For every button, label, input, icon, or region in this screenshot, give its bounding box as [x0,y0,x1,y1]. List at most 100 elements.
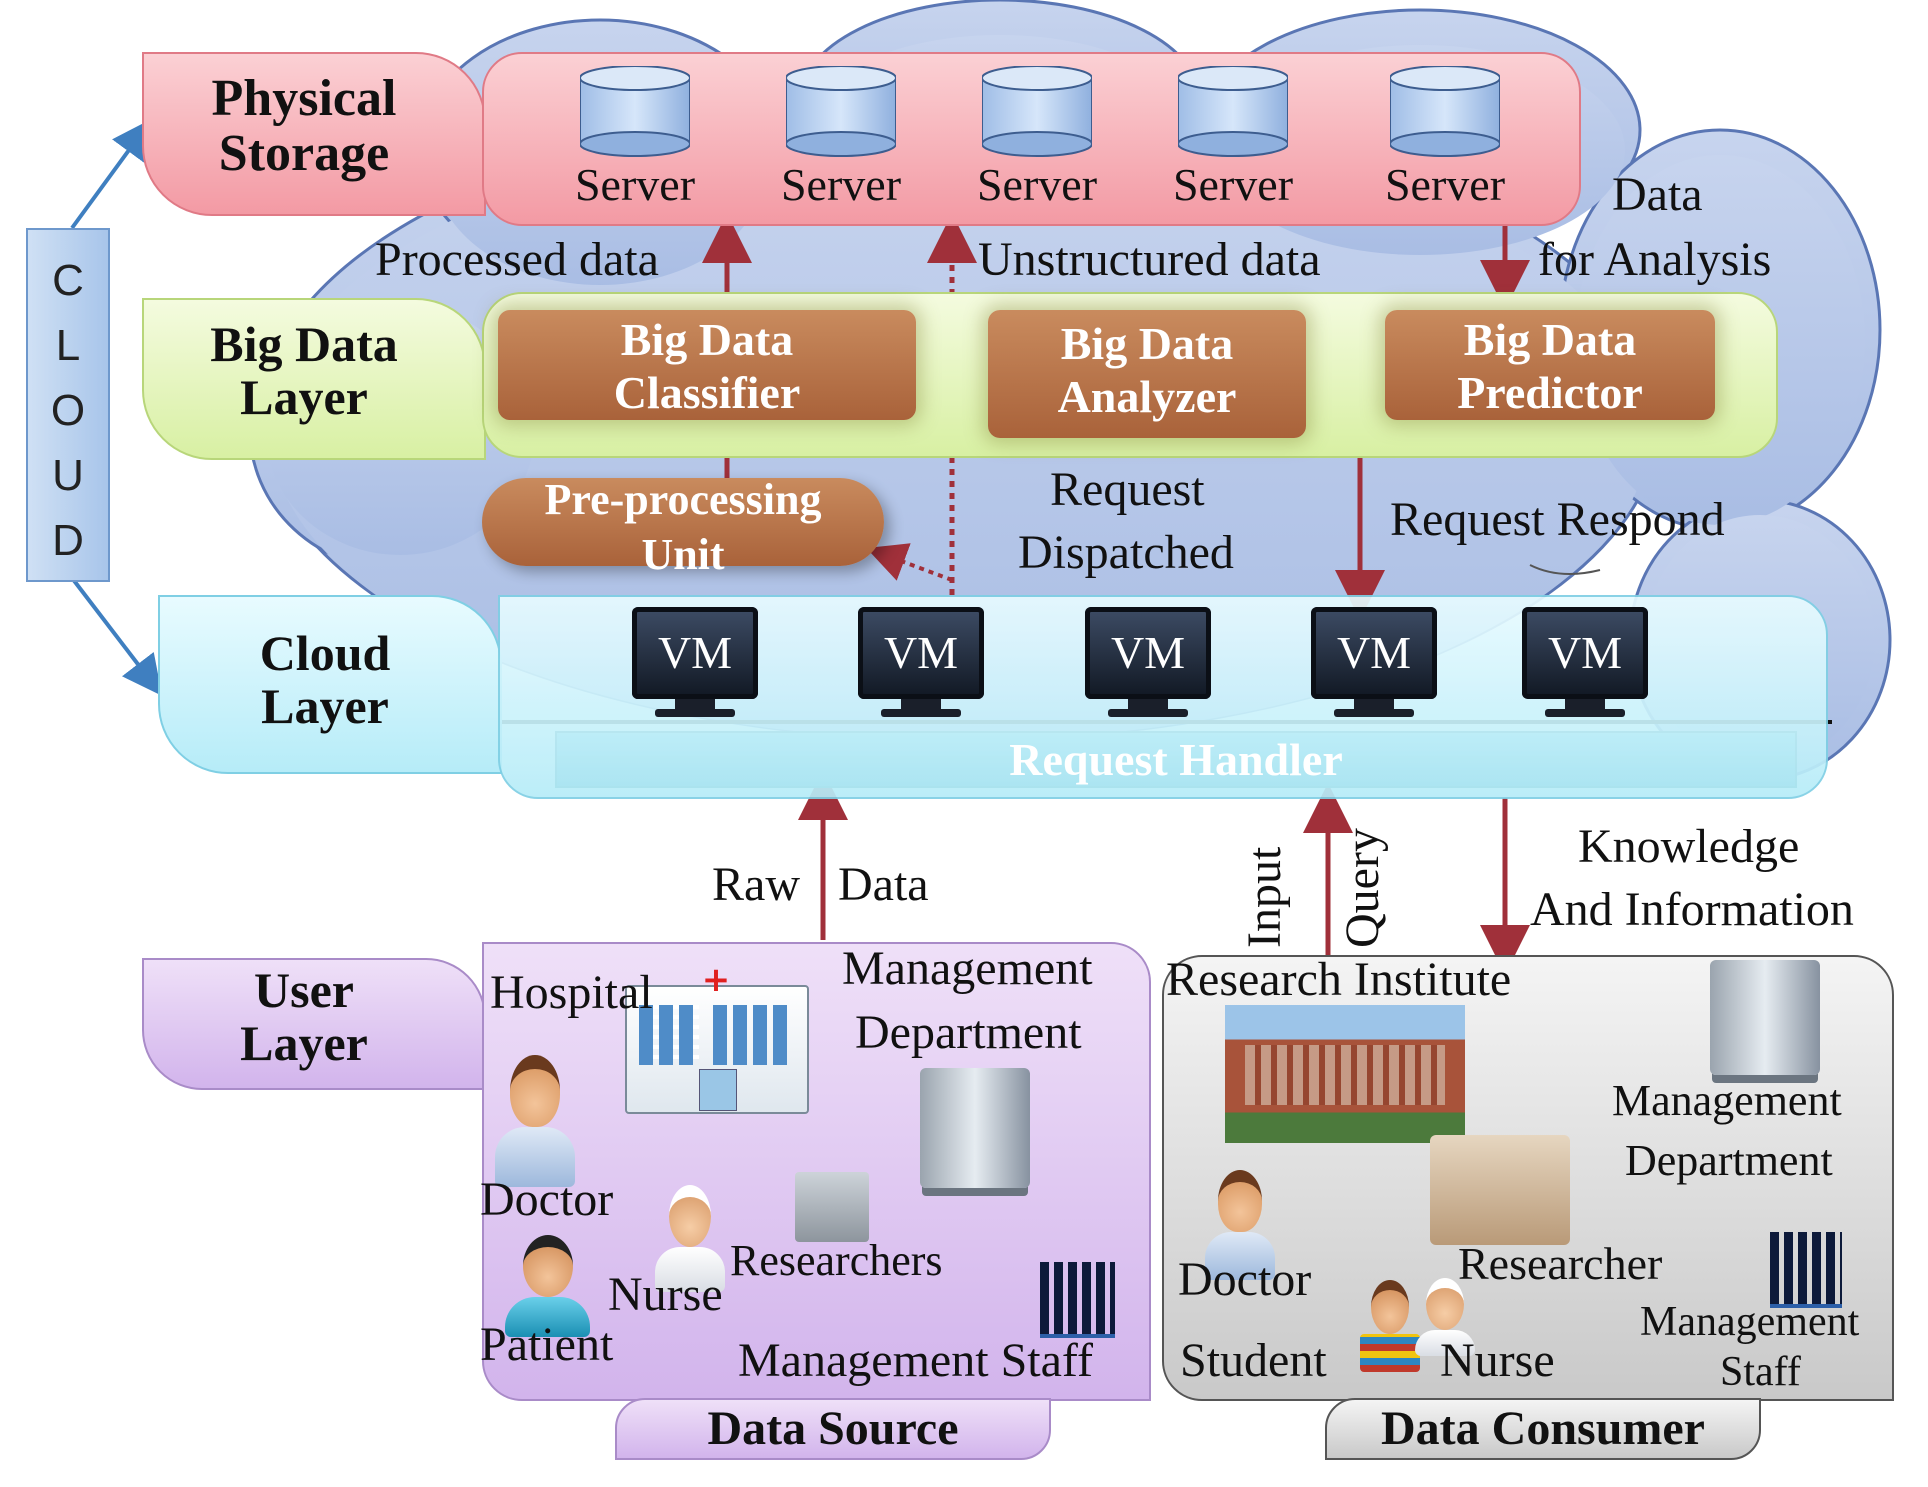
ds-doctor-icon [495,1055,575,1187]
ds-researchers-icon [795,1172,869,1242]
server-icon [1389,65,1501,157]
ds-management-label-1: Management [842,942,1093,995]
unstructured-data-label: Unstructured data [978,233,1321,286]
server-1: Server [575,65,695,209]
server-icon [1177,65,1289,157]
preprocessing-unit-label: Pre-processing Unit [544,475,822,579]
server-5: Server [1385,65,1505,209]
ds-patient-icon [505,1235,590,1337]
ds-doctor-label: Doctor [480,1173,614,1226]
server-label: Server [780,159,902,210]
vm-3: VM [1085,607,1211,717]
server-label: Server [976,159,1098,210]
cloud-to-storage-arrow [70,118,152,230]
physical-storage-label-box: Physical Storage [142,52,486,216]
server-3: Server [977,65,1097,209]
server-2: Server [781,65,901,209]
big-data-predictor-box: Big Data Predictor [1385,310,1715,420]
dc-management-label-1: Management [1612,1076,1842,1125]
dc-doctor-icon [1205,1170,1275,1280]
request-handler-label: Request Handler [1009,734,1343,785]
big-data-layer-label: Big Data Layer [210,316,398,425]
big-data-analyzer-label: Big Data Analyzer [1057,318,1237,422]
ds-nurse-icon [655,1185,725,1292]
dc-student-label: Student [1180,1334,1327,1387]
big-data-analyzer-box: Big Data Analyzer [988,310,1306,438]
query-label: Query [1336,828,1389,948]
ds-management-label-2: Department [855,1006,1082,1059]
ds-management-building-icon [920,1068,1030,1188]
cloud-to-cloudlayer-arrow [70,576,163,696]
research-institute-photo [1225,1005,1465,1143]
vm-label: VM [1336,627,1412,678]
respond-callout-line [1529,564,1601,575]
hospital-icon: + [625,963,809,1114]
data-for-analysis-label-2: for Analysis [1538,233,1772,286]
dc-researcher-label: Researcher [1458,1238,1663,1289]
server-icon [785,65,897,157]
preprocessing-unit-box: Pre-processing Unit [482,475,884,579]
server-label: Server [1172,159,1294,210]
knowledge-label-2: And Information [1530,883,1854,936]
ds-management-staff-icon [1040,1262,1115,1338]
vm-monitor-icon: VM [858,607,984,699]
server-label: Server [1384,159,1506,210]
vm-label: VM [1110,627,1186,678]
big-data-classifier-label: Big Data Classifier [613,314,801,418]
data-source-panel [482,942,1151,1401]
request-respond-label: Request Respond [1390,493,1725,546]
vm-monitor-icon: VM [1311,607,1437,699]
dc-student-icon [1360,1280,1420,1372]
vm-monitor-icon: VM [632,607,758,699]
vm-5: VM [1522,607,1648,717]
hospital-label: Hospital [490,966,653,1019]
dc-doctor-label: Doctor [1178,1253,1312,1306]
dc-management-staff-icon [1770,1232,1842,1308]
request-dispatched-label-1: Request [1050,463,1205,516]
ds-nurse-label: Nurse [608,1268,723,1321]
cloud-layer-label-box: Cloud Layer [158,595,502,774]
data-consumer-title: Data Consumer [1381,1402,1705,1455]
server-icon [579,65,691,157]
data-source-title-box: Data Source [615,1398,1051,1460]
big-data-classifier-box: Big Data Classifier [498,310,916,420]
vm-1: VM [632,607,758,717]
dc-management-label-2: Department [1625,1136,1833,1185]
cloud-label: CLOUD [50,256,86,565]
vm-label: VM [657,627,733,678]
user-layer-label: User Layer [240,962,368,1071]
vm-2: VM [858,607,984,717]
server-label: Server [574,159,696,210]
raw-data-label-1: Raw [712,858,800,911]
ds-researchers-label: Researchers [730,1236,943,1285]
dc-researcher-icon [1430,1135,1570,1245]
raw-data-label-2: Data [838,858,929,911]
research-institute-label: Research Institute [1166,953,1512,1006]
server-4: Server [1173,65,1293,209]
dc-nurse-icon [1415,1278,1475,1356]
ds-management-staff-label: Management Staff [738,1334,1094,1387]
vm-4: VM [1311,607,1437,717]
input-label: Input [1238,846,1291,948]
big-data-predictor-label: Big Data Predictor [1457,314,1643,418]
cloud-label-box: CLOUD [26,228,110,582]
knowledge-label-1: Knowledge [1578,820,1800,873]
dc-management-staff-label-2: Staff [1720,1349,1801,1395]
vm-monitor-icon: VM [1085,607,1211,699]
server-icon [981,65,1093,157]
dispatch-to-preprocess-arrow [866,543,953,582]
user-layer-label-box: User Layer [142,958,486,1090]
cloud-layer-label: Cloud Layer [259,625,391,734]
dc-nurse-label: Nurse [1440,1334,1555,1387]
vm-label: VM [1547,627,1623,678]
dc-management-building-icon [1710,960,1820,1075]
data-for-analysis-label-1: Data [1612,168,1703,221]
dc-management-staff-label-1: Management [1640,1299,1860,1345]
vm-monitor-icon: VM [1522,607,1648,699]
request-dispatched-label-2: Dispatched [1018,526,1234,579]
physical-storage-label: Physical Storage [211,70,397,182]
ds-patient-label: Patient [480,1318,614,1371]
data-consumer-title-box: Data Consumer [1325,1398,1761,1460]
processed-data-label: Processed data [375,233,659,286]
vm-label: VM [883,627,959,678]
